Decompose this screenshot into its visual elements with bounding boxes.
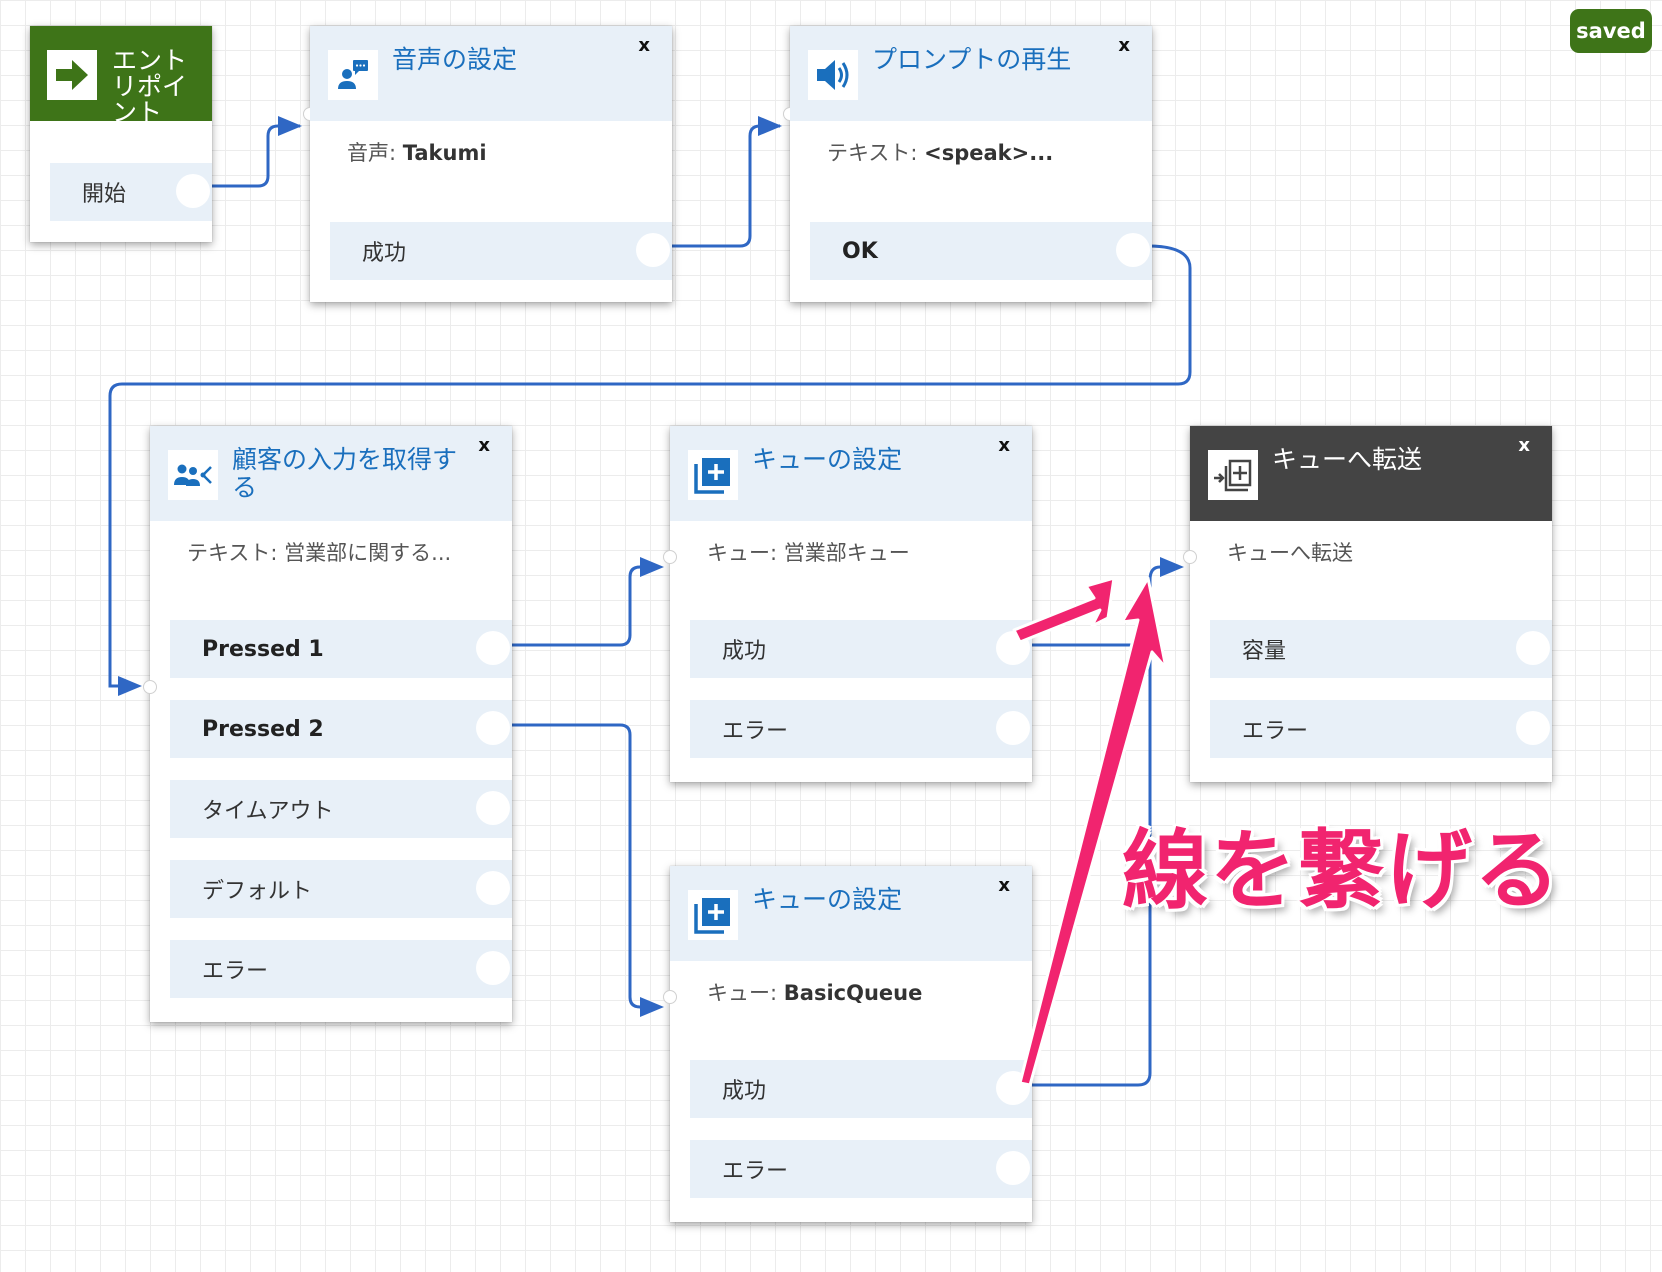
connector-pressed2-to-set-queue-2[interactable] [508, 723, 645, 1009]
branch-capacity[interactable]: 容量 [1210, 620, 1552, 678]
branch-success[interactable]: 成功 [330, 222, 672, 280]
close-button[interactable]: x [1518, 435, 1530, 456]
branch-label: エラー [202, 959, 269, 984]
branch-label: 開始 [82, 182, 127, 207]
block-summary: キュー: 営業部キュー [707, 541, 910, 565]
close-button[interactable]: x [478, 435, 490, 456]
output-port[interactable] [176, 174, 210, 208]
queue-add-icon [688, 890, 738, 940]
branch-ok[interactable]: OK [810, 222, 1152, 280]
close-button[interactable]: x [1118, 35, 1130, 56]
play-prompt-block[interactable]: プロンプトの再生 x テキスト: <speak>... OK [783, 26, 1152, 302]
branch-success[interactable]: 成功 [690, 1060, 1032, 1118]
set-queue-block-2[interactable]: キューの設定 x キュー: BasicQueue 成功 エラー [663, 866, 1032, 1222]
block-summary: キューへ転送 [1227, 541, 1353, 565]
block-summary: 音声: Takumi [347, 141, 487, 165]
connector-set-voice-to-play-prompt[interactable] [668, 124, 780, 248]
output-port[interactable] [476, 631, 510, 665]
close-button[interactable]: x [638, 35, 650, 56]
output-port[interactable] [636, 233, 670, 267]
input-port[interactable] [143, 680, 157, 694]
block-title: キューへ転送 [1272, 445, 1423, 474]
close-button[interactable]: x [998, 875, 1010, 896]
branch-label: デフォルト [202, 879, 313, 904]
block-title: 顧客の入力を取得する [232, 445, 458, 502]
output-port[interactable] [1116, 233, 1150, 267]
branch-error[interactable]: エラー [690, 1140, 1032, 1198]
branch-pressed-2[interactable]: Pressed 2 [170, 700, 512, 758]
branch-label: エラー [722, 1159, 789, 1184]
queue-add-icon [688, 450, 738, 500]
branch-label: タイムアウト [202, 799, 334, 824]
arrow-right-icon [47, 50, 97, 100]
play-prompt-header: プロンプトの再生 x [790, 26, 1152, 121]
branch-error[interactable]: エラー [170, 940, 512, 998]
saved-status-badge: saved [1570, 9, 1652, 53]
branch-default[interactable]: デフォルト [170, 860, 512, 918]
branch-label: Pressed 2 [202, 716, 324, 742]
block-title: キューの設定 [752, 885, 903, 914]
annotation-label: 線を繋げる [1122, 821, 1562, 921]
output-port[interactable] [1516, 631, 1550, 665]
branch-label: エラー [722, 719, 789, 744]
branch-label: 成功 [722, 1079, 767, 1104]
output-port[interactable] [476, 711, 510, 745]
branch-label: OK [842, 238, 878, 264]
output-port[interactable] [996, 1071, 1030, 1105]
output-port[interactable] [476, 791, 510, 825]
branch-start[interactable]: 開始 [50, 163, 212, 221]
branch-error[interactable]: エラー [690, 700, 1032, 758]
block-title: キューの設定 [752, 445, 903, 474]
entry-point-block[interactable]: エントリポイント 開始 [30, 26, 212, 242]
speaker-icon [808, 50, 858, 100]
branch-label: Pressed 1 [202, 636, 324, 662]
block-summary: テキスト: 営業部に関する... [187, 541, 452, 565]
get-customer-input-block[interactable]: 顧客の入力を取得する x テキスト: 営業部に関する... Pressed 1 … [143, 426, 512, 1022]
set-queue-header: キューの設定 x [670, 426, 1032, 521]
connector-pressed1-to-set-queue-1[interactable] [508, 565, 645, 647]
block-title: プロンプトの再生 [872, 45, 1072, 74]
output-port[interactable] [476, 871, 510, 905]
set-queue-block-1[interactable]: キューの設定 x キュー: 営業部キュー 成功 エラー [663, 426, 1032, 782]
speech-user-icon [328, 50, 378, 100]
output-port[interactable] [476, 951, 510, 985]
output-port[interactable] [996, 1151, 1030, 1185]
entry-point-title: エントリポイント [112, 46, 188, 122]
branch-label: 成功 [362, 241, 407, 266]
branch-label: エラー [1242, 719, 1309, 744]
branch-label: 容量 [1242, 639, 1287, 664]
branch-timeout[interactable]: タイムアウト [170, 780, 512, 838]
block-summary: キュー: BasicQueue [707, 981, 923, 1005]
branch-users-icon [168, 450, 218, 500]
entry-point-header: エントリポイント [30, 26, 212, 121]
set-voice-block[interactable]: 音声の設定 x 音声: Takumi 成功 [303, 26, 672, 302]
close-button[interactable]: x [998, 435, 1010, 456]
branch-pressed-1[interactable]: Pressed 1 [170, 620, 512, 678]
block-title: 音声の設定 [392, 45, 518, 74]
set-queue-header: キューの設定 x [670, 866, 1032, 961]
transfer-header: キューへ転送 x [1190, 426, 1552, 521]
connector-entry-to-set-voice[interactable] [208, 124, 300, 188]
output-port[interactable] [996, 711, 1030, 745]
output-port[interactable] [1516, 711, 1550, 745]
transfer-queue-icon [1208, 450, 1258, 500]
get-input-header: 顧客の入力を取得する x [150, 426, 512, 521]
output-port[interactable] [996, 631, 1030, 665]
set-voice-header: 音声の設定 x [310, 26, 672, 121]
branch-label: 成功 [722, 639, 767, 664]
branch-success[interactable]: 成功 [690, 620, 1032, 678]
block-summary: テキスト: <speak>... [827, 141, 1054, 165]
transfer-to-queue-block[interactable]: キューへ転送 x キューへ転送 容量 エラー [1183, 426, 1552, 782]
branch-error[interactable]: エラー [1210, 700, 1552, 758]
